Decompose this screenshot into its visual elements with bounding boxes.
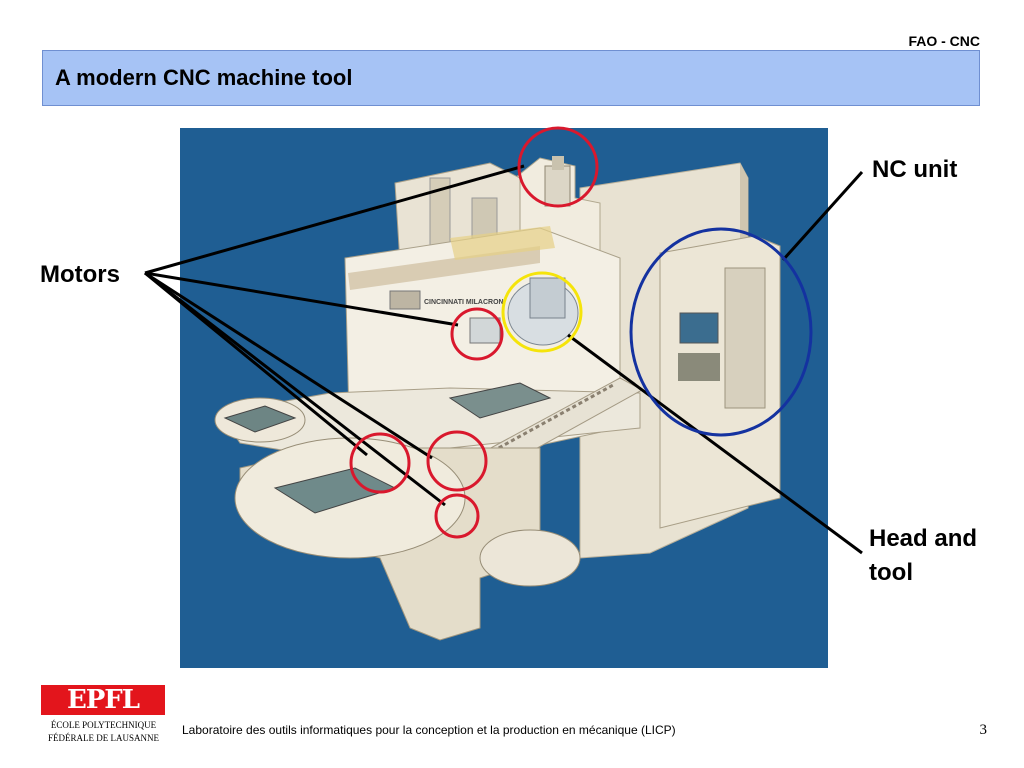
- epfl-logo-line1: ÉCOLE POLYTECHNIQUE: [50, 720, 157, 730]
- header-tag: FAO - CNC: [908, 33, 980, 49]
- head-leader-line: [567, 333, 863, 555]
- page-number: 3: [979, 722, 988, 738]
- machine-photo: CINCINNATI MILACRON: [180, 128, 828, 668]
- label-motors: Motors: [40, 261, 120, 288]
- epfl-logo-mark: EPFL: [41, 685, 165, 715]
- epfl-logo: EPFL ÉCOLE POLYTECHNIQUE FÉDÉRALE DE LAU…: [40, 685, 167, 745]
- footer-text: Laboratoire des outils informatiques pou…: [182, 723, 676, 737]
- motor-highlight-circles: [349, 126, 599, 539]
- label-nc-unit: NC unit: [872, 156, 958, 183]
- slide-title: A modern CNC machine tool: [55, 65, 353, 90]
- motor-leader-lines: [144, 164, 525, 507]
- nc-unit-leader-line: [781, 170, 864, 262]
- epfl-logo-line2: FÉDÉRALE DE LAUSANNE: [48, 733, 159, 743]
- machine-brand: CINCINNATI MILACRON: [424, 299, 504, 306]
- machine-illustration: CINCINNATI MILACRON: [180, 128, 828, 668]
- title-bar: A modern CNC machine tool: [42, 50, 980, 106]
- nc-unit-highlight-circle: [629, 227, 813, 437]
- label-head-and-tool: Head and tool: [869, 525, 978, 586]
- head-highlight-circle: [501, 271, 583, 353]
